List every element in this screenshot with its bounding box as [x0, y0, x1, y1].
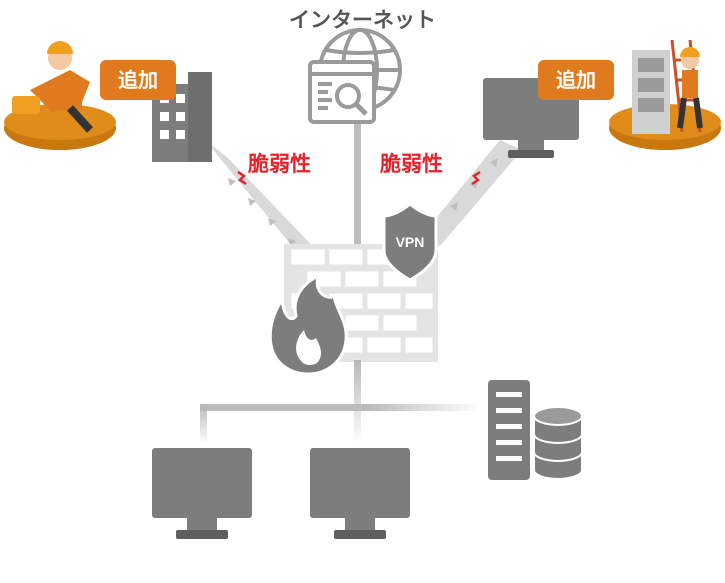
client-monitor-left-icon — [152, 448, 252, 539]
vulnerability-crack-left-icon — [237, 170, 247, 186]
add-badge-left: 追加 — [100, 60, 176, 100]
browser-search-icon — [308, 60, 376, 124]
add-badge-right: 追加 — [538, 60, 614, 100]
vpn-shield-icon — [382, 202, 438, 282]
internet-title: インターネット — [289, 8, 436, 32]
server-rack-icon — [488, 380, 530, 480]
fire-icon — [268, 273, 348, 376]
vulnerability-crack-right-icon — [471, 170, 481, 186]
vulnerability-label-left: 脆弱性 — [248, 152, 311, 176]
client-monitor-right-icon — [310, 448, 410, 539]
vulnerability-label-right: 脆弱性 — [380, 152, 443, 176]
worker-toolbox-icon — [4, 41, 116, 150]
internet-connection-line — [354, 120, 361, 255]
vpn-label: VPN — [396, 234, 425, 250]
lan-lines — [200, 360, 482, 444]
worker-ladder-icon — [609, 39, 721, 150]
database-icon — [533, 406, 583, 480]
